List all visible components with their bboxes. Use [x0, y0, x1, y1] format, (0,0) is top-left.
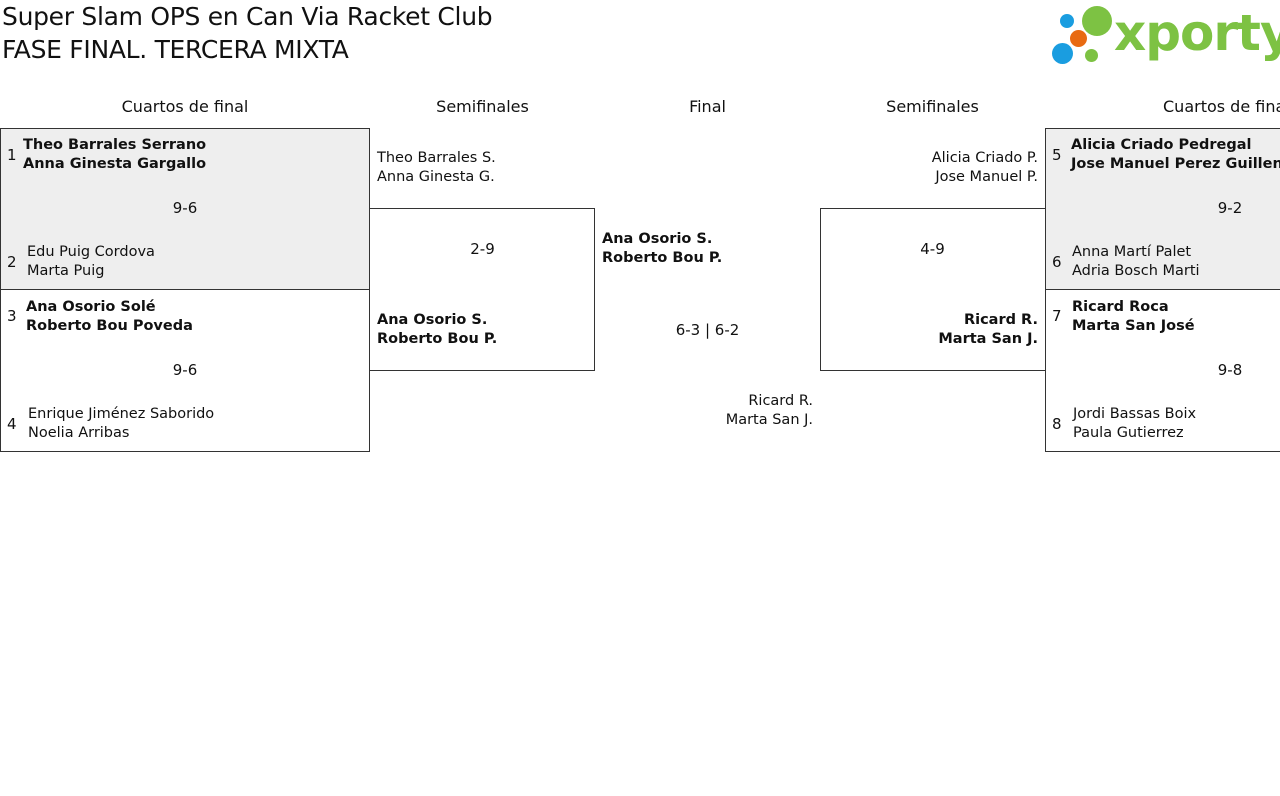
- player-name: Paula Gutierrez: [1073, 425, 1184, 441]
- team-entry: Ricard R. Marta San J.: [600, 392, 813, 430]
- round-header-final: Final: [689, 97, 726, 116]
- team-entry: Ricard R. Marta San J.: [826, 311, 1038, 349]
- right-quarterfinals-panel: 5 Alicia Criado Pedregal Jose Manuel Per…: [1045, 128, 1280, 458]
- team-entry: Enrique Jiménez Saborido Noelia Arribas: [28, 405, 214, 443]
- player-name: Anna Ginesta G.: [377, 169, 495, 185]
- player-name: Ana Osorio S.: [602, 231, 713, 247]
- match-score: 9-8: [1217, 361, 1243, 379]
- team-entry: Anna Martí Palet Adria Bosch Marti: [1072, 243, 1200, 281]
- quarterfinal-match-1: [0, 128, 370, 290]
- final-score: 6-3 | 6-2: [675, 321, 740, 339]
- match-score: 9-6: [172, 361, 198, 379]
- seed-number: 4: [7, 415, 17, 433]
- match-score: 4-9: [920, 240, 945, 258]
- seed-number: 8: [1052, 415, 1062, 433]
- team-entry: Alicia Criado P. Jose Manuel P.: [826, 149, 1038, 187]
- team-entry: Ana Osorio Solé Roberto Bou Poveda: [26, 298, 193, 336]
- team-entry: Alicia Criado Pedregal Jose Manuel Perez…: [1071, 136, 1280, 174]
- player-name: Jordi Bassas Boix: [1073, 406, 1197, 422]
- page-title: Super Slam OPS en Can Via Racket Club: [2, 2, 493, 31]
- player-name: Roberto Bou P.: [377, 331, 498, 347]
- seed-number: 5: [1052, 146, 1062, 164]
- player-name: Theo Barrales S.: [377, 150, 496, 166]
- team-entry: Ana Osorio S. Roberto Bou P.: [602, 230, 722, 268]
- player-name: Alicia Criado Pedregal: [1071, 137, 1252, 153]
- seed-number: 2: [7, 253, 17, 271]
- logo-dot-icon: [1060, 14, 1074, 28]
- logo-dot-icon: [1082, 6, 1112, 36]
- logo-wordmark: xporty: [1114, 4, 1280, 62]
- page-subtitle: FASE FINAL. TERCERA MIXTA: [2, 35, 349, 64]
- player-name: Roberto Bou P.: [602, 250, 723, 266]
- match-score: 9-6: [172, 199, 198, 217]
- seed-number: 7: [1052, 307, 1062, 325]
- quarterfinal-match-3: [1045, 128, 1280, 290]
- quarterfinal-match-4: [1045, 289, 1280, 452]
- team-entry: Ricard Roca Marta San José: [1072, 298, 1195, 336]
- player-name: Noelia Arribas: [28, 425, 130, 441]
- seed-number: 1: [7, 146, 17, 164]
- match-score: 9-2: [1217, 199, 1243, 217]
- round-header-right-semis: Semifinales: [886, 97, 979, 116]
- player-name: Ricard R.: [748, 393, 813, 409]
- player-name: Anna Ginesta Gargallo: [23, 156, 207, 172]
- player-name: Alicia Criado P.: [931, 150, 1038, 166]
- player-name: Ana Osorio S.: [377, 312, 488, 328]
- team-entry: Edu Puig Cordova Marta Puig: [27, 243, 155, 281]
- player-name: Ricard Roca: [1072, 299, 1169, 315]
- player-name: Ricard R.: [963, 312, 1038, 328]
- player-name: Marta Puig: [27, 263, 105, 279]
- player-name: Edu Puig Cordova: [27, 244, 155, 260]
- player-name: Roberto Bou Poveda: [26, 318, 193, 334]
- player-name: Jose Manuel Perez Guillen: [1071, 156, 1280, 172]
- player-name: Jose Manuel P.: [935, 169, 1038, 185]
- player-name: Ana Osorio Solé: [26, 299, 156, 315]
- logo-dot-icon: [1052, 43, 1073, 64]
- player-name: Marta San José: [1072, 318, 1195, 334]
- player-name: Marta San J.: [938, 331, 1038, 347]
- logo-dot-icon: [1085, 49, 1098, 62]
- match-score: 2-9: [470, 240, 495, 258]
- player-name: Anna Martí Palet: [1072, 244, 1192, 260]
- round-header-left-quarters: Cuartos de final: [121, 97, 249, 116]
- logo-dot-icon: [1070, 30, 1087, 47]
- team-entry: Ana Osorio S. Roberto Bou P.: [377, 311, 497, 349]
- player-name: Enrique Jiménez Saborido: [28, 406, 215, 422]
- player-name: Marta San J.: [725, 412, 813, 428]
- player-name: Theo Barrales Serrano: [23, 137, 207, 153]
- xporty-logo: xporty: [1050, 4, 1280, 68]
- seed-number: 6: [1052, 253, 1062, 271]
- team-entry: Theo Barrales S. Anna Ginesta G.: [377, 149, 496, 187]
- seed-number: 3: [7, 307, 17, 325]
- team-entry: Theo Barrales Serrano Anna Ginesta Garga…: [23, 136, 206, 174]
- player-name: Adria Bosch Marti: [1072, 263, 1200, 279]
- round-header-left-semis: Semifinales: [436, 97, 529, 116]
- semifinal-match-left: [369, 208, 595, 371]
- team-entry: Jordi Bassas Boix Paula Gutierrez: [1073, 405, 1196, 443]
- round-header-right-quarters: Cuartos de final: [1163, 97, 1280, 116]
